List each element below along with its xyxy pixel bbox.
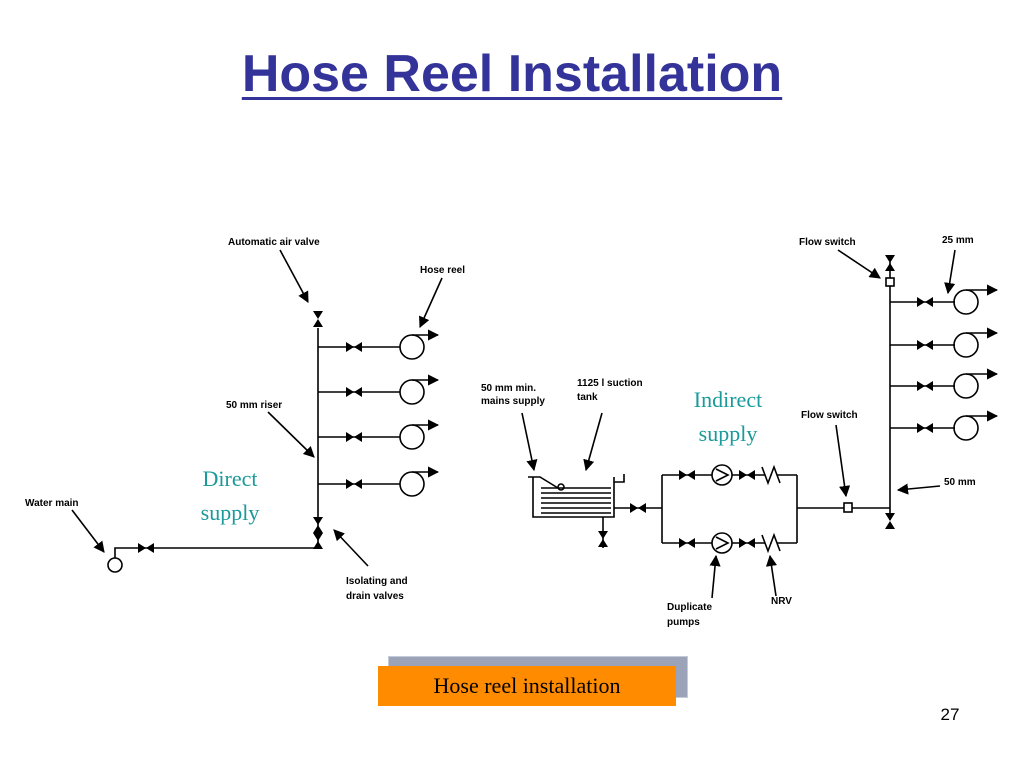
drain-valve-icon — [598, 531, 608, 547]
nrv-icon — [761, 464, 781, 486]
label-duplicate-pumps-1: Duplicate — [667, 602, 712, 613]
valve-icon — [679, 470, 695, 480]
label-riser-50mm: 50 mm riser — [226, 400, 282, 411]
indirect-supply-caption: Indirect supply — [672, 383, 784, 451]
valve-icon — [917, 381, 933, 391]
hose-reel-icon — [399, 329, 440, 360]
leader-flow-switch-mid — [835, 424, 851, 498]
leader-flow-switch-top — [837, 249, 881, 279]
drain-valve-icon — [885, 513, 895, 529]
flow-switch-icon — [885, 277, 895, 287]
hose-reel-icon — [399, 374, 440, 405]
label-water-main: Water main — [25, 498, 79, 509]
valve-icon — [679, 538, 695, 548]
label-suction-tank-2: tank — [577, 392, 598, 403]
valve-icon — [138, 543, 154, 553]
label-isolating-drain-1: Isolating and — [346, 576, 408, 587]
hose-reel-icon — [399, 419, 440, 450]
valve-icon — [346, 387, 362, 397]
hose-reel-icon — [399, 466, 440, 497]
valve-icon — [739, 538, 755, 548]
valve-icon — [917, 423, 933, 433]
page-number: 27 — [940, 705, 960, 724]
flow-switch-icon — [843, 502, 853, 513]
caption-box-text: Hose reel installation — [433, 673, 621, 698]
valve-icon — [917, 297, 933, 307]
valve-icon — [346, 479, 362, 489]
label-automatic-air-valve: Automatic air valve — [228, 237, 320, 248]
label-flow-switch-mid: Flow switch — [801, 410, 858, 421]
leader-suction-tank — [583, 412, 603, 472]
leader-duplicate-pumps — [709, 554, 721, 599]
water-main-pipe — [114, 547, 318, 558]
suction-tank — [532, 477, 615, 518]
leader-mains-supply — [521, 412, 538, 472]
direct-supply-line-2: supply — [200, 500, 260, 525]
leader-automatic-air-valve — [279, 249, 309, 303]
valve-icon — [346, 432, 362, 442]
hose-reel-icon — [953, 368, 999, 399]
label-duplicate-pumps-2: pumps — [667, 617, 700, 628]
leader-nrv — [765, 554, 778, 597]
label-hose-reel: Hose reel — [420, 265, 465, 276]
leader-hose-reel — [419, 277, 443, 329]
hose-reel-icon — [953, 284, 999, 315]
float-valve — [528, 476, 559, 489]
leader-riser — [267, 411, 315, 458]
hose-reel-icon — [953, 327, 999, 358]
label-mains-supply-2: mains supply — [481, 396, 545, 407]
direct-supply-line-1: Direct — [202, 466, 258, 491]
leader-25mm — [944, 249, 956, 295]
label-25mm: 25 mm — [942, 235, 974, 246]
water-main-connection — [107, 557, 123, 573]
label-flow-switch-top: Flow switch — [799, 237, 856, 248]
label-nrv: NRV — [771, 596, 792, 607]
leader-isolating-valves — [333, 529, 369, 567]
automatic-air-valve-icon — [885, 255, 895, 271]
valve-icon — [739, 470, 755, 480]
indirect-supply-line-1: Indirect — [693, 387, 763, 412]
direct-supply-caption: Direct supply — [180, 462, 280, 530]
automatic-air-valve-icon — [313, 311, 323, 327]
leader-50mm — [896, 483, 941, 495]
nrv-icon — [761, 532, 781, 554]
hose-reel-icon — [953, 410, 999, 441]
label-suction-tank-1: 1125 l suction — [577, 378, 643, 389]
caption-box: Hose reel installation — [378, 666, 676, 706]
indirect-supply-line-2: supply — [698, 421, 758, 446]
valve-icon — [917, 340, 933, 350]
leader-water-main — [71, 509, 105, 553]
isolating-valve-icon — [313, 517, 323, 533]
valve-icon — [346, 342, 362, 352]
drain-valve-icon — [313, 533, 323, 549]
label-mains-supply-1: 50 mm min. — [481, 383, 536, 394]
label-50mm: 50 mm — [944, 477, 976, 488]
slide-title: Hose Reel Installation — [241, 45, 783, 103]
label-isolating-drain-2: drain valves — [346, 591, 404, 602]
valve-icon — [630, 503, 646, 513]
